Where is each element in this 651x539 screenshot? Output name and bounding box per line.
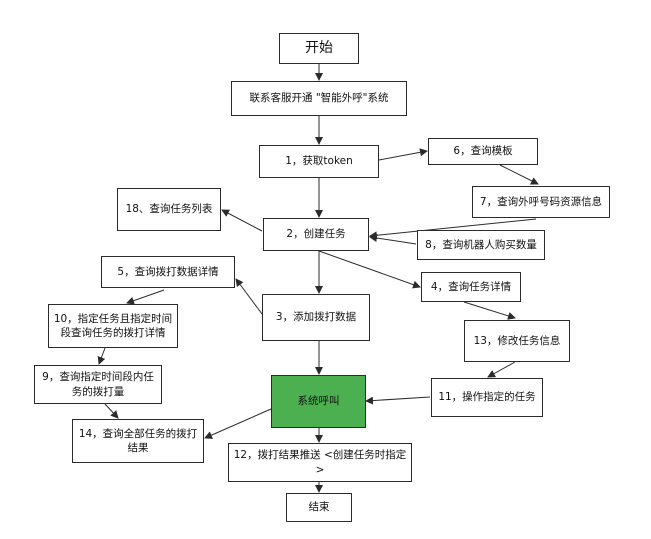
- step-9-label-line-2: 务的拨打量: [71, 385, 125, 398]
- start-node-label: 开始: [305, 40, 333, 57]
- arrow-n5-to-n10: [126, 289, 165, 305]
- step-14-label-line-1: 14，查询全部任务的拨打: [78, 427, 198, 440]
- step-2-create-task: 2，创建任务: [263, 218, 369, 251]
- arrow-n1-to-n6: [378, 148, 428, 161]
- end-node: 结束: [286, 493, 352, 522]
- step-10-query-call-detail-by-time: 10，指定任务且指定时间 段查询任务的拨打详情: [48, 304, 178, 348]
- arrow-n6-to-n7: [499, 164, 539, 185]
- system-call-node: 系统呼叫: [271, 375, 366, 428]
- step-7-label: 7，查询外呼号码资源信息: [479, 195, 603, 208]
- step-9-query-call-volume: 9，查询指定时间段内任 务的拨打量: [34, 365, 162, 404]
- step-11-label: 11，操作指定的任务: [438, 391, 536, 404]
- step-10-label-line-1: 10，指定任务且指定时间: [53, 312, 173, 325]
- arrow-n2-to-n18: [221, 209, 263, 232]
- step-13-label: 13，修改任务信息: [473, 334, 561, 347]
- arrow-n13-to-n11: [487, 361, 516, 378]
- system-call-label: 系统呼叫: [297, 395, 340, 408]
- start-node: 开始: [279, 33, 359, 64]
- step-4-label: 4，查询任务详情: [430, 280, 512, 293]
- arrow-n7-to-n2: [369, 218, 537, 240]
- step-12-call-result-push: 12，拨打结果推送 <创建任务时指定>: [228, 443, 412, 482]
- open-system-label: 联系客服开通 "智能外呼"系统: [249, 92, 389, 105]
- arrow-n11-to-call: [365, 396, 431, 405]
- step-4-query-task-detail: 4，查询任务详情: [421, 272, 521, 302]
- step-12-label: 12，拨打结果推送 <创建任务时指定>: [233, 449, 407, 476]
- open-system-node: 联系客服开通 "智能外呼"系统: [231, 81, 407, 116]
- step-3-label: 3，添加拨打数据: [275, 311, 357, 324]
- step-11-operate-task: 11，操作指定的任务: [431, 378, 543, 417]
- step-18-query-task-list: 18、查询任务列表: [117, 188, 221, 231]
- arrow-n8-to-n2: [369, 234, 417, 245]
- step-9-label-line-1: 9，查询指定时间段内任: [42, 371, 154, 384]
- step-14-query-all-call-results: 14，查询全部任务的拨打 结果: [72, 419, 204, 463]
- step-18-label: 18、查询任务列表: [125, 203, 213, 216]
- step-3-add-call-data: 3，添加拨打数据: [262, 294, 370, 341]
- arrow-n10-to-n9: [97, 347, 106, 365]
- step-10-label-line-2: 段查询任务的拨打详情: [60, 327, 166, 339]
- step-7-query-number-resources: 7，查询外呼号码资源信息: [472, 186, 610, 218]
- step-14-label-line-2: 结果: [127, 442, 149, 454]
- end-node-label: 结束: [308, 501, 330, 514]
- step-2-label: 2，创建任务: [286, 228, 346, 241]
- arrow-n9-to-n14: [104, 403, 119, 419]
- step-6-label: 6，查询模板: [453, 145, 513, 158]
- step-6-query-template: 6，查询模板: [428, 138, 538, 165]
- step-5-label: 5，查询拨打数据详情: [117, 265, 219, 278]
- step-5-query-call-data-detail: 5，查询拨打数据详情: [101, 256, 235, 288]
- step-1-get-token: 1，获取token: [259, 145, 379, 178]
- step-8-query-robot-count: 8，查询机器人购买数量: [417, 230, 545, 260]
- step-1-label: 1，获取token: [285, 155, 353, 168]
- arrow-n2-to-n4: [318, 250, 421, 289]
- step-13-modify-task: 13，修改任务信息: [464, 320, 570, 362]
- arrow-n3-to-n5: [235, 278, 266, 319]
- arrow-call-to-n14: [204, 408, 272, 439]
- step-8-label: 8，查询机器人购买数量: [425, 238, 537, 251]
- arrow-n4-to-n13: [463, 301, 516, 320]
